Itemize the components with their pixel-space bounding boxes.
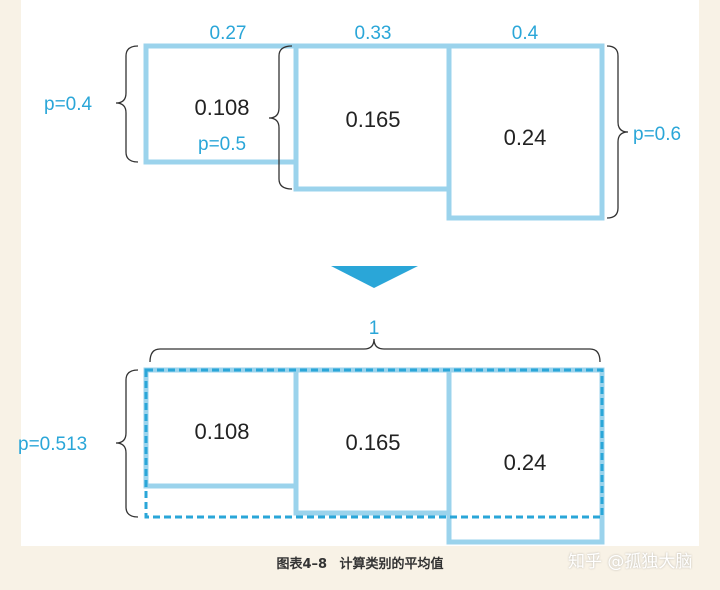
bottom-value-3: 0.24 [504, 450, 547, 475]
bottom-value-2: 0.165 [345, 430, 400, 455]
top-width-label-1: 0.27 [210, 23, 247, 44]
top-prob-2: p=0.5 [198, 134, 246, 155]
top-width-label-3: 0.4 [512, 23, 539, 44]
bottom-prob-label: p=0.513 [18, 434, 87, 455]
watermark: 知乎 @孤独大脑 [568, 552, 693, 572]
top-value-2: 0.165 [345, 107, 400, 132]
figure-number: 图表4–8 [276, 557, 328, 572]
brace-left-1 [115, 45, 139, 163]
brace-left-total [115, 369, 139, 518]
top-section [143, 43, 605, 221]
bottom-value-1: 0.108 [194, 419, 249, 444]
top-value-1: 0.108 [194, 95, 249, 120]
top-width-label-2: 0.33 [355, 23, 392, 44]
brace-right-3 [606, 45, 629, 219]
figure-caption: 图表4–8 计算类别的平均值 [0, 553, 720, 572]
figure-title: 计算类别的平均值 [339, 557, 444, 572]
top-value-3: 0.24 [504, 125, 547, 150]
bottom-total-width-label: 1 [369, 318, 380, 339]
top-rect-3 [446, 43, 605, 221]
brace-top-total [149, 338, 601, 363]
down-arrow-icon [331, 266, 418, 288]
bottom-average-frame [144, 368, 604, 519]
top-prob-1: p=0.4 [44, 94, 93, 115]
brace-left-2 [268, 45, 293, 190]
top-prob-3: p=0.6 [633, 124, 681, 145]
